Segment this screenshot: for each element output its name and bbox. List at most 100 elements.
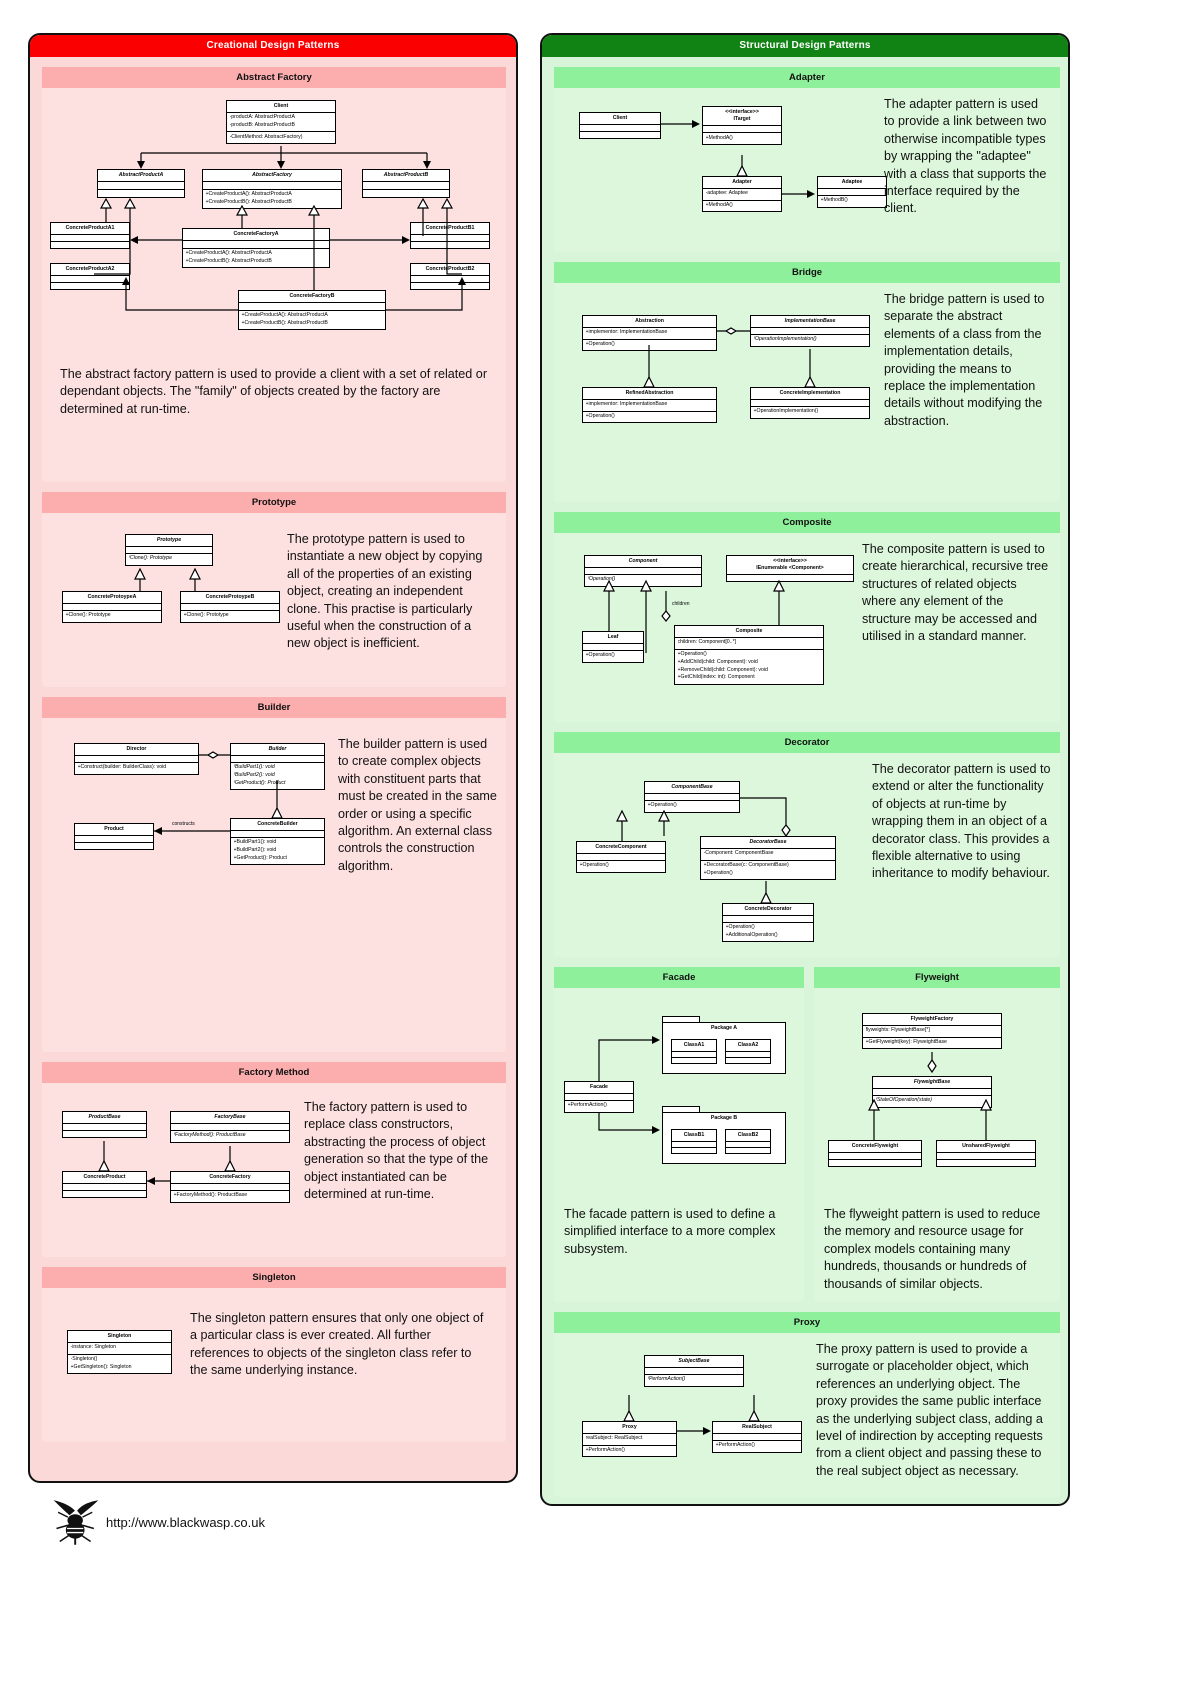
uml-abstractproductb: AbstractProductB — [362, 169, 450, 198]
footer-url: http://www.blackwasp.co.uk — [106, 1515, 265, 1530]
uml-implementationbase: ImplementationBase /OperationImplementat… — [750, 315, 870, 347]
uml-concreteproductb1: ConcreteProductB1 — [410, 222, 490, 249]
uml-client: Client -productA: AbstractProductA -prod… — [226, 100, 336, 145]
uml-realsubject: RealSubject +PerformAction() — [712, 1421, 802, 1453]
package-a-label: Package A — [710, 1025, 738, 1031]
uml-composite: Composite children: Component[0..*] +Ope… — [674, 625, 824, 685]
card-title-prototype: Prototype — [42, 492, 506, 513]
diagram-flyweight: FlyweightFactory flyweights: FlyweightBa… — [814, 988, 1060, 1302]
uml-director: Director +Construct(builder: BuilderClas… — [74, 743, 199, 775]
card-flyweight: Flyweight FlyweightFactory flyweights: F… — [814, 967, 1060, 1302]
panel-creational-body: Abstract Factory Client -productA: Abstr… — [30, 57, 516, 1481]
desc-bridge: The bridge pattern is used to separate t… — [884, 292, 1045, 428]
uml-itarget: <<interface>> ITarget +MethodA() — [702, 106, 782, 145]
card-title-builder: Builder — [42, 697, 506, 718]
diagram-singleton: Singleton -instance: Singleton -Singleto… — [42, 1288, 506, 1442]
uml-factorybase: FactoryBase /FactoryMethod(): ProductBas… — [170, 1111, 290, 1143]
diagram-facade: Facade +PerformAction() Package A ClassA… — [554, 988, 804, 1302]
uml-facade: Facade +PerformAction() — [564, 1081, 634, 1113]
desc-factory-method: The factory pattern is used to replace c… — [304, 1100, 489, 1202]
panel-creational-title: Creational Design Patterns — [30, 35, 516, 57]
diagram-bridge: Abstraction +implementor: Implementation… — [554, 283, 1060, 502]
uml-classa2: ClassA2 — [725, 1039, 771, 1064]
connectors-bridge — [643, 327, 816, 388]
card-adapter: Adapter Client <<interface>> ITarget — [554, 67, 1060, 252]
uml-leaf: Leaf +Operation() — [582, 631, 644, 663]
uml-concreteprototypea: ConcreteProtoypeA +Clone(): Prototype — [62, 591, 162, 623]
card-factory-method: Factory Method ProductBase FactoryBase /… — [42, 1062, 506, 1257]
package-b: Package B ClassB1 ClassB2 — [662, 1106, 786, 1164]
panel-structural: Structural Design Patterns Adapter Clien… — [540, 33, 1070, 1506]
uml-concreteproducta2: ConcreteProductA2 — [50, 263, 130, 290]
uml-concretefactoryb: ConcreteFactoryB +CreateProductA(): Abst… — [238, 290, 386, 331]
card-builder: Builder Director +Construct(builder: Bui… — [42, 697, 506, 1052]
desc-proxy: The proxy pattern is used to provide a s… — [816, 1342, 1043, 1478]
desc-decorator: The decorator pattern is used to extend … — [872, 762, 1051, 881]
desc-builder: The builder pattern is used to create co… — [338, 737, 497, 873]
desc-prototype: The prototype pattern is used to instant… — [287, 532, 483, 651]
uml-singleton: Singleton -instance: Singleton -Singleto… — [67, 1330, 172, 1375]
uml-concreteflyweight: ConcreteFlyweight — [828, 1140, 922, 1167]
package-b-tab — [662, 1106, 700, 1113]
card-title-proxy: Proxy — [554, 1312, 1060, 1333]
desc-facade: The facade pattern is used to define a s… — [564, 1207, 776, 1256]
uml-productbase: ProductBase — [62, 1111, 147, 1138]
uml-decoratorbase: DecoratorBase -Component: ComponentBase … — [700, 836, 836, 881]
card-title-composite: Composite — [554, 512, 1060, 533]
uml-concretedecorator: ConcreteDecorator +Operation() +Addition… — [722, 903, 814, 943]
card-title-facade: Facade — [554, 967, 804, 988]
card-singleton: Singleton Singleton -instance: Singleton… — [42, 1267, 506, 1442]
uml-classb1: ClassB1 — [671, 1129, 717, 1154]
uml-refinedabstraction: RefinedAbstraction +implementor: Impleme… — [582, 387, 717, 424]
uml-concretefactory: ConcreteFactory +FactoryMethod(): Produc… — [170, 1171, 290, 1203]
uml-abstractfactory: AbstractFactory +CreateProductA(): Abstr… — [202, 169, 342, 210]
uml-proxy: Proxy realSubject: RealSubject +PerformA… — [582, 1421, 677, 1458]
diagram-decorator: ComponentBase +Operation() ConcreteCompo… — [554, 753, 1060, 957]
uml-abstraction: Abstraction +implementor: Implementation… — [582, 315, 717, 352]
card-composite: Composite Component /Operation() <<inter… — [554, 512, 1060, 722]
card-title-flyweight: Flyweight — [814, 967, 1060, 988]
card-abstract-factory: Abstract Factory Client -productA: Abstr… — [42, 67, 506, 482]
uml-concretebuilder: ConcreteBuilder +BuildPart1(): void +Bui… — [230, 818, 325, 866]
edge-label-children: children — [672, 601, 690, 607]
wasp-icon — [53, 1500, 99, 1545]
footer: http://www.blackwasp.co.uk — [28, 1490, 508, 1560]
package-a-tab — [662, 1016, 700, 1023]
uml-concreteproduct: ConcreteProduct — [62, 1171, 147, 1198]
package-a: Package A ClassA1 ClassA2 — [662, 1016, 786, 1074]
diagram-adapter: Client <<interface>> ITarget +MethodA() — [554, 88, 1060, 252]
uml-concreteproducta1: ConcreteProductA1 — [50, 222, 130, 249]
desc-composite: The composite pattern is used to create … — [862, 542, 1049, 644]
uml-concreteimplementation: ConcreteImplementation +OperationImpleme… — [750, 387, 870, 419]
card-prototype: Prototype Prototype /Clone(): Prototype … — [42, 492, 506, 687]
card-title-bridge: Bridge — [554, 262, 1060, 283]
diagram-builder: Director +Construct(builder: BuilderClas… — [42, 718, 506, 1052]
card-title-abstract-factory: Abstract Factory — [42, 67, 506, 88]
diagram-composite: Component /Operation() <<interface>> IEn… — [554, 533, 1060, 722]
diagram-factory-method: ProductBase FactoryBase /FactoryMethod()… — [42, 1083, 506, 1257]
uml-builder: Builder /BuildPart1(): void /BuildPart2(… — [230, 743, 325, 791]
card-title-singleton: Singleton — [42, 1267, 506, 1288]
uml-classa1: ClassA1 — [671, 1039, 717, 1064]
panel-creational: Creational Design Patterns Abstract Fact… — [28, 33, 518, 1483]
desc-adapter: The adapter pattern is used to provide a… — [884, 97, 1047, 216]
uml-adapter-class: Adapter -adaptee: Adaptee +MethodA() — [702, 176, 782, 213]
diagram-proxy: SubjectBase /PerformAction() Proxy realS… — [554, 1333, 1060, 1497]
card-proxy: Proxy SubjectBase /PerformAction() Proxy… — [554, 1312, 1060, 1497]
desc-flyweight: The flyweight pattern is used to reduce … — [824, 1207, 1041, 1291]
desc-abstract-factory: The abstract factory pattern is used to … — [60, 367, 488, 416]
uml-component: Component /Operation() — [584, 555, 702, 587]
uml-concretefactorya: ConcreteFactoryA +CreateProductA(): Abst… — [182, 228, 330, 269]
uml-abstractproducta: AbstractProductA — [97, 169, 185, 198]
panel-structural-title: Structural Design Patterns — [542, 35, 1068, 57]
uml-adaptee: Adaptee +MethodB() — [817, 176, 887, 208]
diagram-abstract-factory: Client -productA: AbstractProductA -prod… — [42, 88, 506, 482]
uml-ienumerable-component: <<interface>> IEnumerable <Component> — [726, 555, 854, 583]
card-title-adapter: Adapter — [554, 67, 1060, 88]
card-bridge: Bridge Abstraction +implementor: Impleme… — [554, 262, 1060, 502]
uml-concretecomponent: ConcreteComponent +Operation() — [576, 841, 666, 873]
desc-singleton: The singleton pattern ensures that only … — [190, 1311, 484, 1378]
uml-concreteprototypeb: ConcreteProtoypeB +Clone(): Prototype — [180, 591, 280, 623]
uml-product: Product — [74, 823, 154, 850]
